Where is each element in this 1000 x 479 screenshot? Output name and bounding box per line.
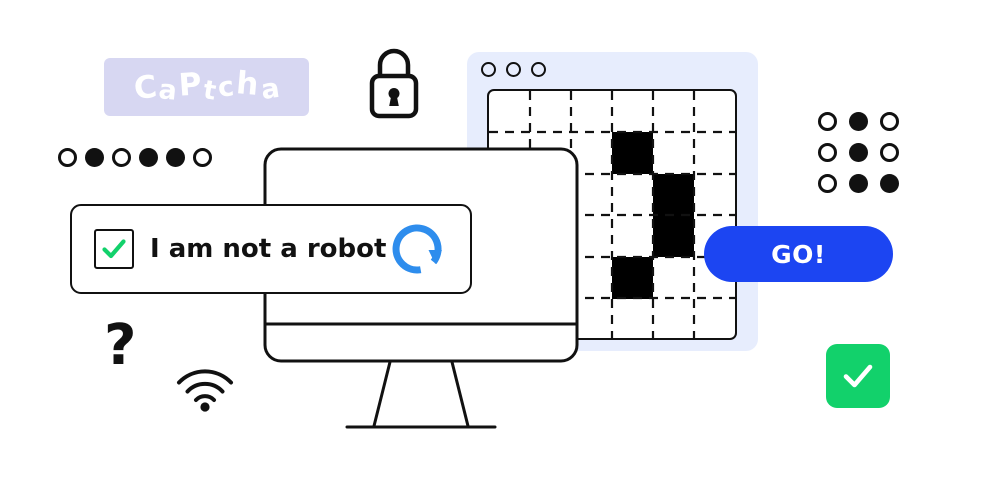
captcha-word-letters: C a P t c h a: [104, 58, 309, 116]
captcha-robot-checkbox-bar[interactable]: I am not a robot: [70, 204, 472, 294]
browser-window-controls: [481, 62, 546, 77]
checkmark-icon: [102, 239, 126, 259]
captcha-word-box: C a P t c h a: [104, 58, 309, 116]
success-check-badge: [826, 344, 890, 408]
dot-hollow: [58, 148, 77, 167]
lock-icon: [365, 45, 423, 121]
dot-hollow: [880, 143, 899, 162]
close-circle-icon[interactable]: [481, 62, 496, 77]
robot-checkbox-label: I am not a robot: [150, 234, 387, 264]
check-icon: [843, 364, 873, 388]
dot-hollow: [112, 148, 131, 167]
dot-filled: [880, 174, 899, 193]
minimize-circle-icon[interactable]: [506, 62, 521, 77]
captcha-letter: C: [132, 68, 160, 107]
dot-filled: [849, 174, 868, 193]
dot-filled: [849, 112, 868, 131]
dot-filled: [166, 148, 185, 167]
refresh-icon[interactable]: [388, 220, 446, 278]
dot-hollow: [880, 112, 899, 131]
captcha-letter: P: [177, 65, 204, 104]
dot-hollow: [193, 148, 212, 167]
dot-matrix: [818, 112, 899, 193]
go-button-label: GO!: [771, 239, 826, 269]
dot-hollow: [818, 112, 837, 131]
maximize-circle-icon[interactable]: [531, 62, 546, 77]
grid-cell-selected: [612, 132, 653, 174]
captcha-letter: a: [258, 72, 282, 106]
captcha-letter: c: [216, 70, 237, 104]
captcha-letter: a: [157, 73, 179, 107]
grid-cell-selected: [612, 257, 653, 299]
dot-filled: [139, 148, 158, 167]
dot-hollow: [818, 174, 837, 193]
captcha-letter: t: [201, 75, 219, 107]
go-button[interactable]: GO!: [704, 226, 893, 282]
dot-hollow: [818, 143, 837, 162]
wifi-icon: [177, 369, 233, 412]
dot-filled: [849, 143, 868, 162]
dot-sequence: [58, 148, 212, 167]
dot-filled: [85, 148, 104, 167]
captcha-grid-cells: [489, 91, 735, 338]
captcha-letter: h: [235, 64, 261, 103]
question-mark-icon: ?: [104, 313, 137, 378]
robot-checkbox[interactable]: [94, 229, 134, 269]
